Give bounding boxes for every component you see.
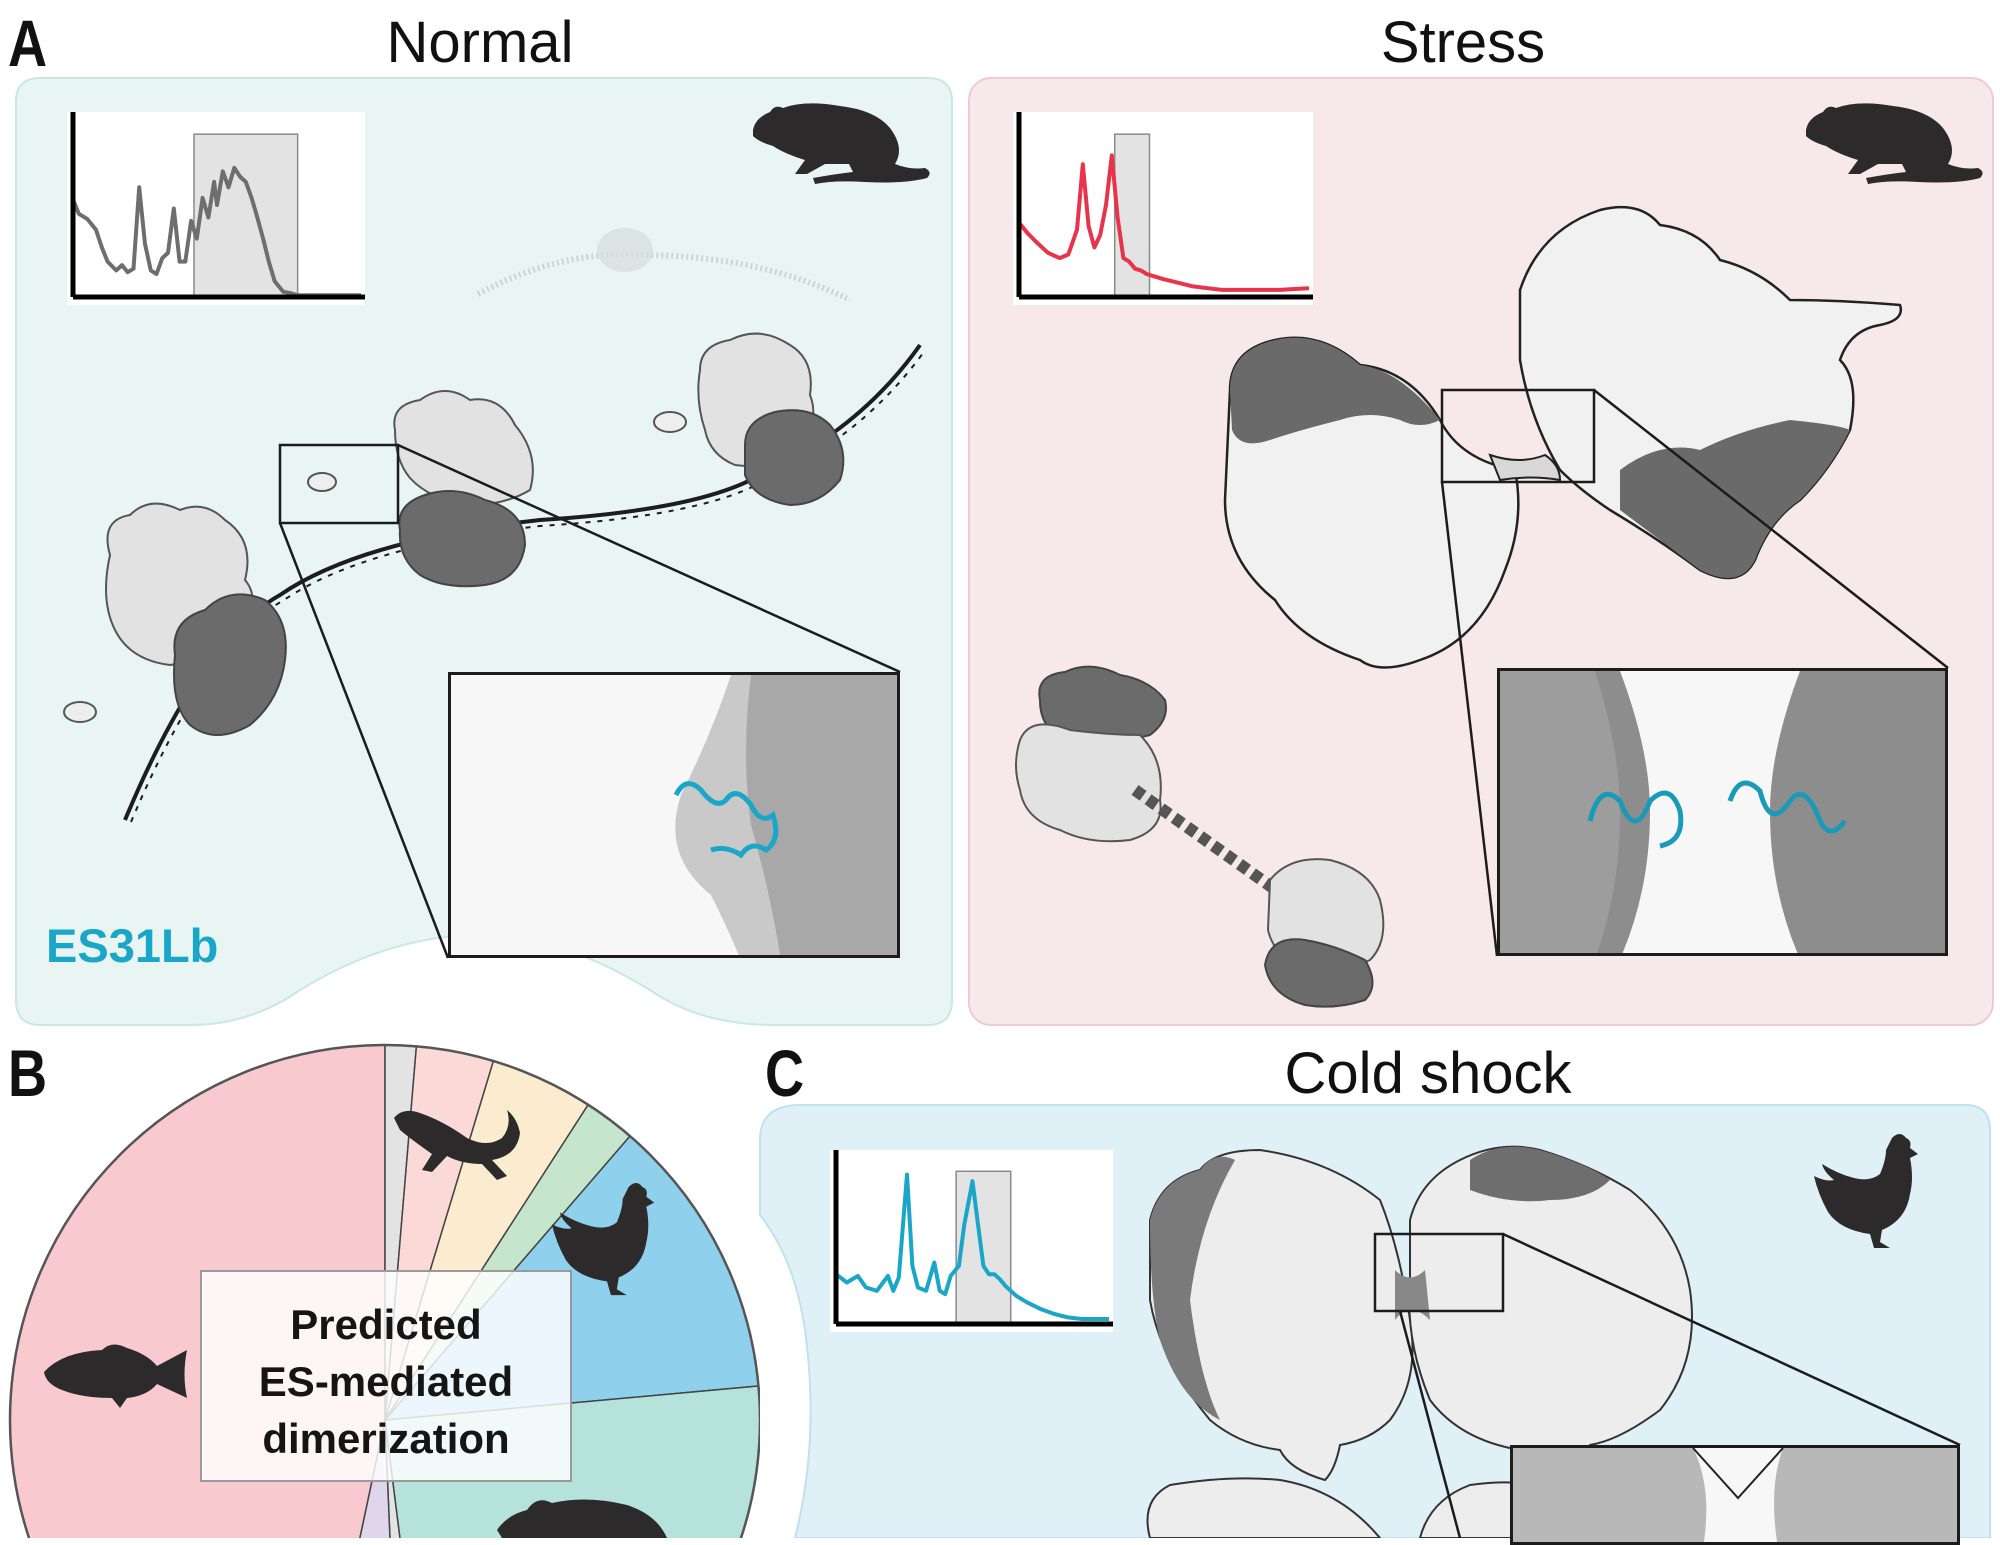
callout-line: [1440, 481, 1499, 957]
ribosome-small-subunit: [393, 390, 534, 507]
mrna-strand-inner: [130, 348, 927, 823]
rat-icon: [753, 103, 930, 184]
zoom-selection-rect: [278, 443, 400, 525]
cold-shock-structure-render: [1513, 1448, 1957, 1542]
ribosome-small-subunit: [1015, 723, 1162, 843]
ribosome-large-subunit: [398, 490, 527, 588]
ribosome-density-dark: [1620, 420, 1850, 578]
es31lb-label: ES31Lb: [46, 919, 219, 972]
panel-title-stress: Stress: [1380, 10, 1546, 75]
cold-shock-structure-inset: [1510, 1445, 1960, 1545]
callout-line: [1593, 389, 1949, 669]
panel-letter-c: C: [765, 1036, 805, 1110]
ribosome-density-dark: [1150, 1156, 1235, 1420]
ribosome-density-dark: [1470, 1146, 1610, 1202]
stress-profile-chart: [1013, 112, 1313, 305]
callout-line: [1398, 1310, 1462, 1538]
panel-title-cold-shock: Cold shock: [1284, 1041, 1572, 1106]
normal-structure-render: [673, 675, 897, 955]
trna-loop: [653, 411, 687, 433]
panel-title-normal: Normal: [386, 10, 574, 75]
pie-label-line: Predicted: [290, 1301, 482, 1348]
ribosome-density: [1149, 1148, 1414, 1482]
trna-loop: [307, 472, 337, 492]
pie-label-line: dimerization: [262, 1415, 510, 1462]
panel-letter-b: B: [8, 1036, 48, 1110]
chicken-icon: [1814, 1134, 1918, 1248]
stress-structure-inset: [1497, 668, 1948, 956]
rat-icon: [497, 1499, 667, 1538]
ribosome-large-subunit: [744, 409, 845, 507]
zoom-selection-rect: [1440, 388, 1596, 484]
callout-line: [1502, 1232, 1961, 1447]
ribosome-density-dark: [1230, 337, 1440, 444]
panel-letter-a: A: [8, 6, 48, 80]
ribosome-large-subunit: [1263, 938, 1374, 1008]
es-bridge: [1395, 1270, 1430, 1320]
ribosome-large-subunit: [173, 593, 287, 736]
cold-shock-profile-chart: [830, 1150, 1113, 1332]
rat-icon: [1806, 103, 1983, 184]
pie-outline: [8, 1043, 760, 1538]
fish-icon: [44, 1344, 187, 1408]
normal-profile-series-line: [71, 165, 361, 298]
callout-line: [278, 522, 450, 959]
stress-profile-series-line: [1017, 153, 1310, 292]
cold-shock-profile-highlight-region: [955, 1170, 1012, 1325]
faint-ribosome: [597, 228, 653, 272]
ribosome-density: [1146, 1477, 1382, 1538]
zoom-selection-rect: [1373, 1232, 1505, 1313]
pie-center-label: Predicted ES-mediated dimerization: [200, 1270, 572, 1482]
chicken-icon: [551, 1183, 655, 1296]
trna-loop: [63, 701, 97, 723]
callout-line: [397, 443, 901, 674]
lizard-icon: [394, 1110, 520, 1180]
cold-shock-profile-series-line: [834, 1172, 1109, 1321]
stress-structure-render: [1500, 671, 1945, 953]
normal-structure-inset: [448, 672, 900, 958]
es-bridge: [1488, 453, 1562, 482]
normal-profile-chart: [67, 112, 365, 305]
pie-label-line: ES-mediated: [258, 1358, 514, 1405]
